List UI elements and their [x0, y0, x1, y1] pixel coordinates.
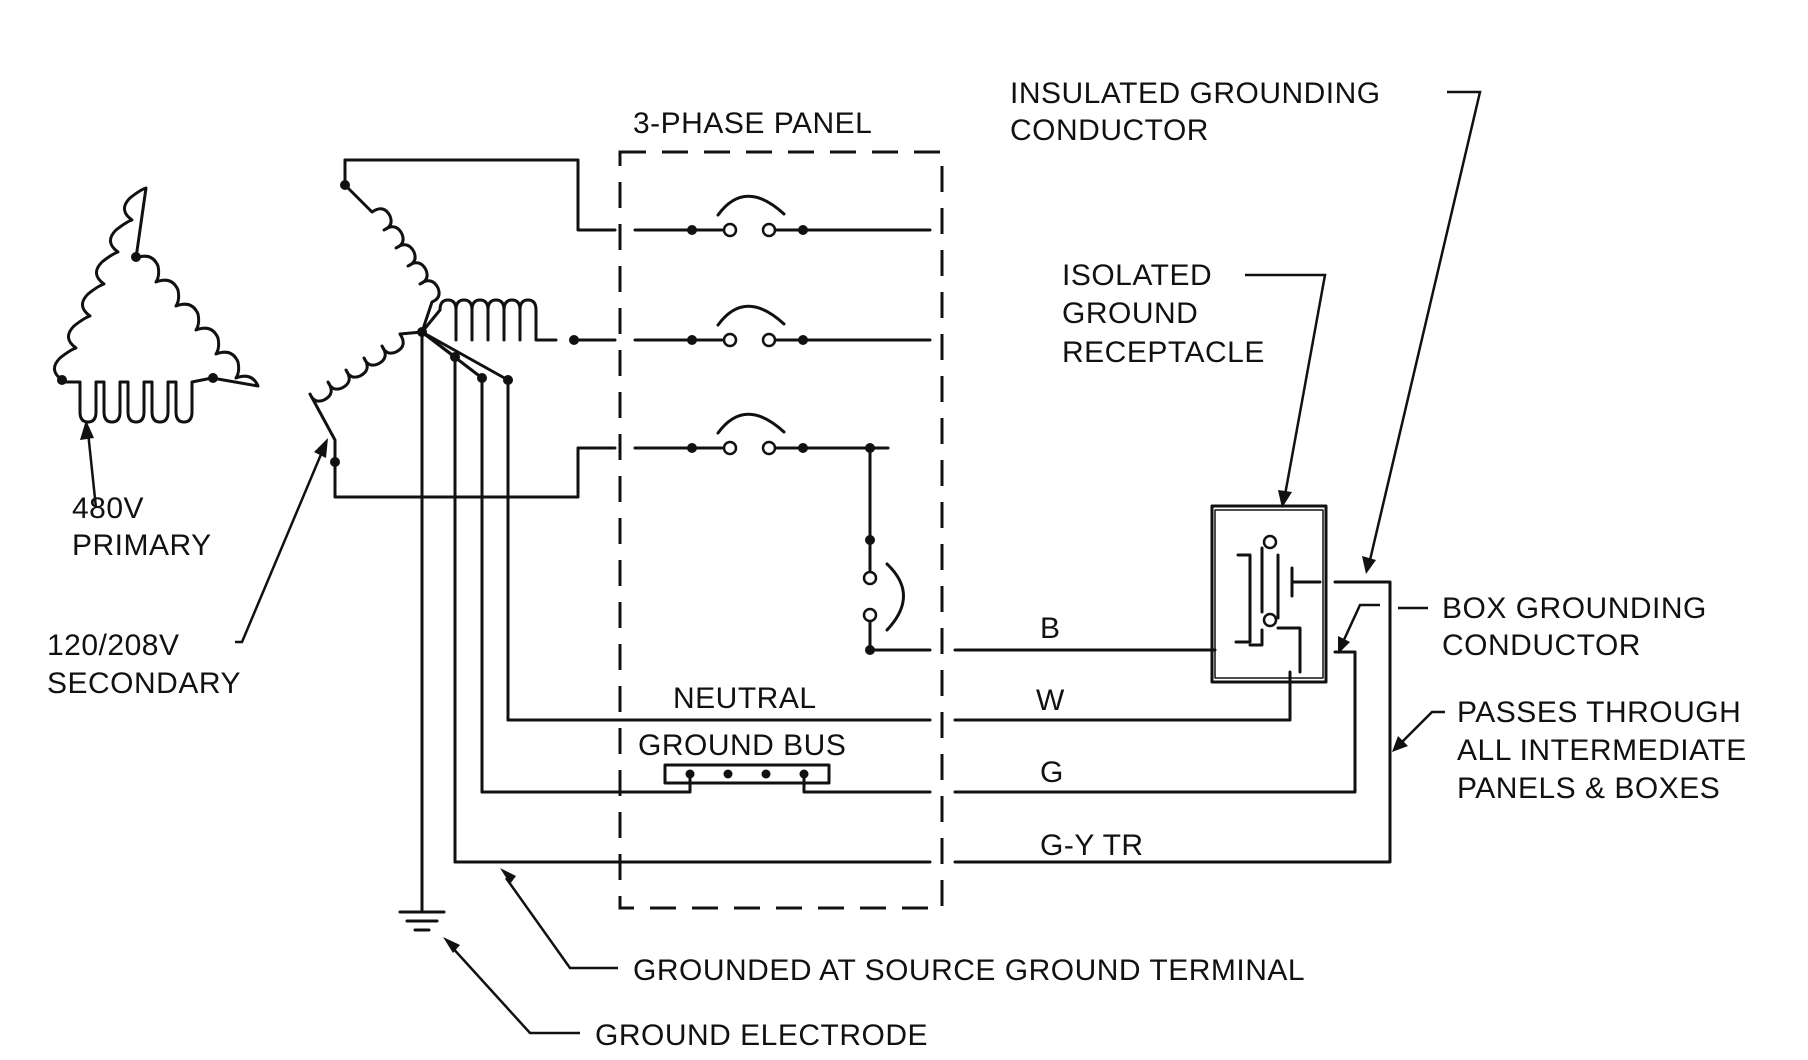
wire-w-neutral — [953, 670, 1292, 722]
svg-text:W: W — [1036, 684, 1065, 717]
primary-arrow — [80, 420, 98, 509]
secondary-arrow — [235, 438, 328, 644]
arrow-insulated-grounding — [1362, 90, 1482, 574]
label-insulated-grounding-conductor: INSULATED GROUNDING CONDUCTOR — [1010, 77, 1381, 147]
label-passes-through: PASSES THROUGH ALL INTERMEDIATE PANELS &… — [1457, 696, 1747, 805]
wire-label-b: B — [1040, 612, 1061, 645]
svg-text:ISOLATED: ISOLATED — [1062, 259, 1212, 292]
breaker-phase-a — [633, 194, 932, 238]
arrow-box-grounding — [1338, 603, 1428, 654]
primary-delta-winding — [53, 186, 260, 424]
wire-label-g: G — [1040, 756, 1064, 789]
ground-bus-bar — [480, 763, 932, 794]
svg-text:PANELS & BOXES: PANELS & BOXES — [1457, 772, 1720, 805]
svg-text:G-Y TR: G-Y TR — [1040, 829, 1144, 862]
wire-label-g-y-tr: G-Y TR — [1040, 829, 1144, 862]
svg-text:PASSES THROUGH: PASSES THROUGH — [1457, 696, 1741, 729]
branch-breaker — [862, 446, 932, 655]
wire-label-w: W — [1036, 684, 1065, 717]
svg-text:GROUND BUS: GROUND BUS — [638, 729, 846, 762]
arrow-grounded-at-source — [500, 868, 618, 970]
svg-text:GROUND ELECTRODE: GROUND ELECTRODE — [595, 1019, 928, 1052]
label-ground-bus: GROUND BUS — [638, 729, 846, 762]
svg-text:CONDUCTOR: CONDUCTOR — [1010, 114, 1209, 147]
label-grounded-at-source: GROUNDED AT SOURCE GROUND TERMINAL — [633, 954, 1305, 987]
arrow-ground-electrode — [443, 937, 580, 1035]
label-480v-primary: 480V PRIMARY — [72, 492, 212, 562]
svg-text:G: G — [1040, 756, 1064, 789]
svg-text:INSULATED GROUNDING: INSULATED GROUNDING — [1010, 77, 1381, 110]
secondary-wye-winding — [308, 158, 579, 467]
breaker-phase-b — [633, 304, 932, 348]
svg-text:BOX GROUNDING: BOX GROUNDING — [1442, 592, 1707, 625]
svg-text:120/208V: 120/208V — [47, 629, 179, 662]
wire-g-isolated-ground — [953, 650, 1357, 794]
star-point-conductors — [420, 330, 513, 907]
label-120-208v-secondary: 120/208V SECONDARY — [47, 629, 241, 700]
three-phase-panel-outline — [618, 150, 944, 910]
label-box-grounding-conductor: BOX GROUNDING CONDUCTOR — [1442, 592, 1707, 662]
phase-c-feed — [333, 446, 617, 499]
svg-text:480V: 480V — [72, 492, 144, 525]
label-ground-electrode: GROUND ELECTRODE — [595, 1019, 928, 1052]
svg-text:ALL INTERMEDIATE: ALL INTERMEDIATE — [1457, 734, 1747, 767]
svg-text:B: B — [1040, 612, 1061, 645]
arrow-passes-through — [1392, 710, 1445, 752]
phase-a-feed — [343, 158, 617, 232]
svg-text:GROUNDED AT SOURCE GROUND TERM: GROUNDED AT SOURCE GROUND TERMINAL — [633, 954, 1305, 987]
svg-text:CONDUCTOR: CONDUCTOR — [1442, 629, 1641, 662]
label-isolated-ground-receptacle: ISOLATED GROUND RECEPTACLE — [1062, 259, 1265, 369]
svg-text:GROUND: GROUND — [1062, 297, 1198, 330]
svg-text:RECEPTACLE: RECEPTACLE — [1062, 336, 1265, 369]
label-panel-title: 3-PHASE PANEL — [633, 107, 872, 140]
label-neutral: NEUTRAL — [673, 682, 817, 715]
svg-text:NEUTRAL: NEUTRAL — [673, 682, 817, 715]
svg-text:3-PHASE PANEL: 3-PHASE PANEL — [633, 107, 872, 140]
svg-text:PRIMARY: PRIMARY — [72, 529, 212, 562]
arrow-isolated-receptacle — [1245, 273, 1327, 508]
wire-g-y-tr-box-ground — [953, 580, 1392, 864]
isolated-ground-receptacle-box — [1210, 504, 1328, 684]
ground-electrode-symbol — [398, 903, 446, 932]
breaker-phase-c — [633, 412, 890, 456]
svg-text:SECONDARY: SECONDARY — [47, 667, 241, 700]
